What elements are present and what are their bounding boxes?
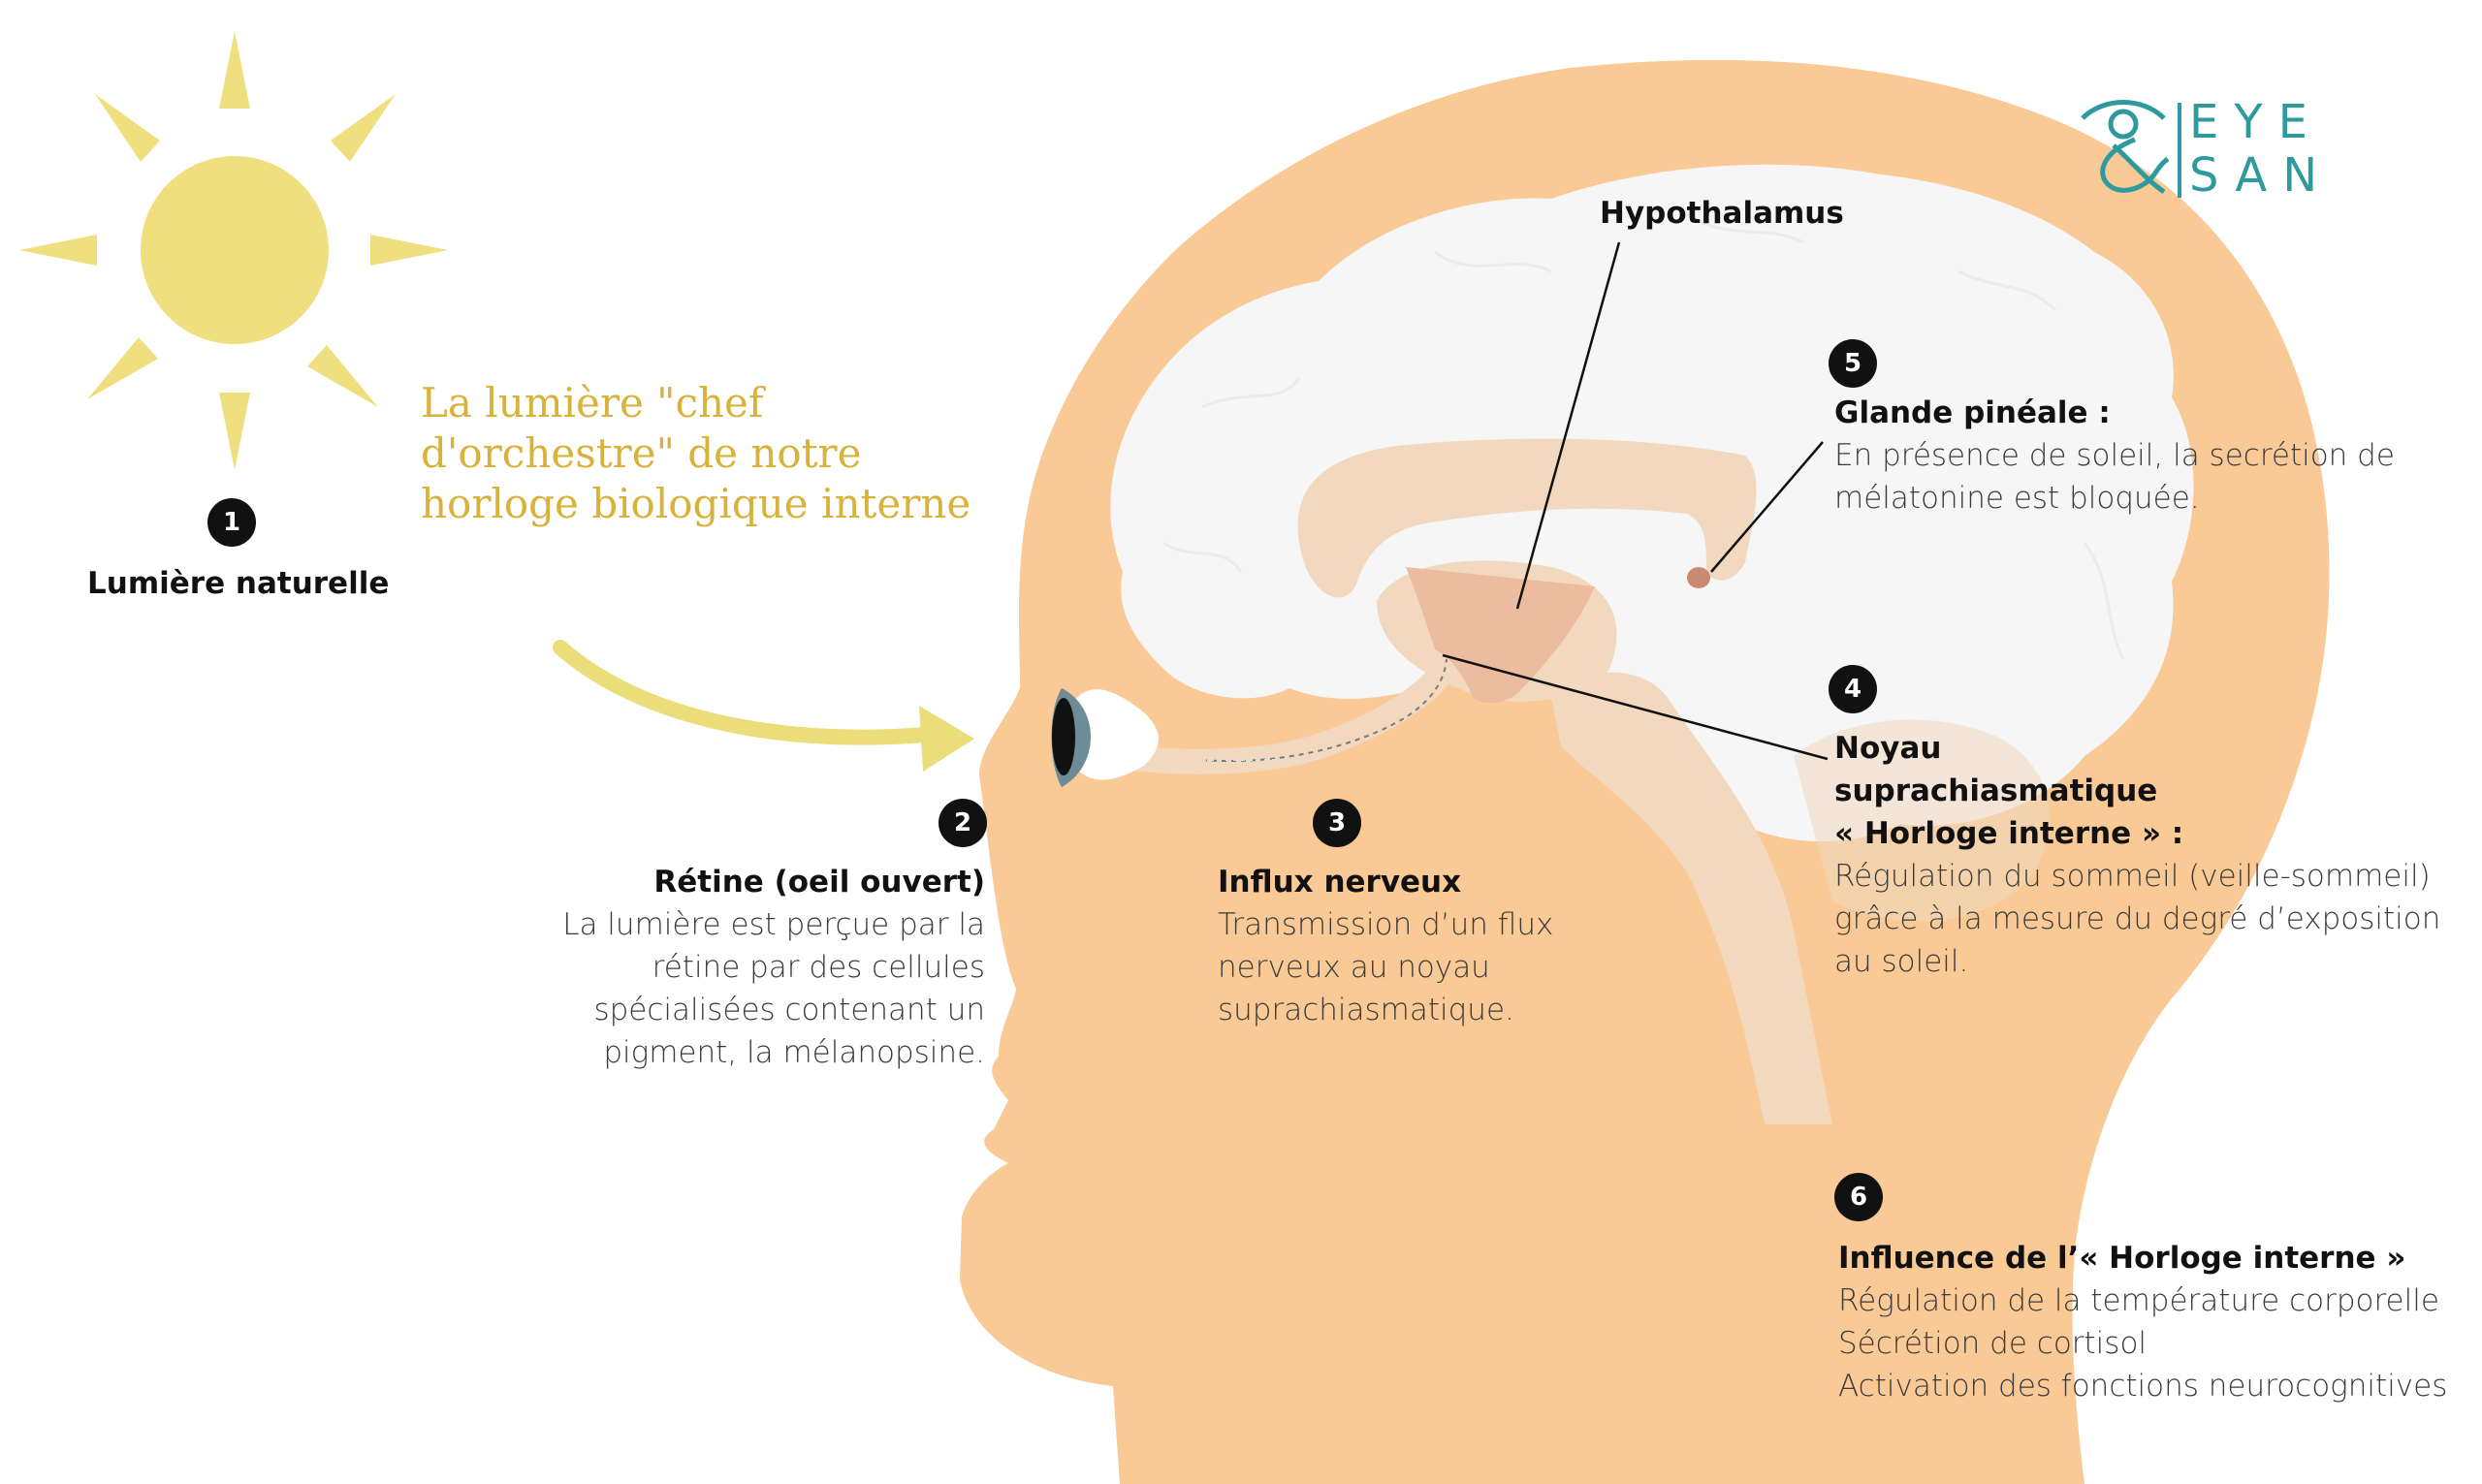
step-6-line-3: Activation des fonctions neurocognitives: [1838, 1369, 2448, 1404]
step-2-title: Rétine (oeil ouvert): [653, 865, 985, 900]
step-4-title-line-2: suprachiasmatique: [1834, 774, 2158, 808]
step-6-line-1: Régulation de la température corporelle: [1838, 1283, 2439, 1318]
optic-nerve: [1078, 661, 1455, 774]
step-2-line-3: spécialisées contenant un: [593, 993, 985, 1027]
step-2-line-1: La lumière est perçue par la: [562, 907, 985, 942]
sun-icon: [19, 31, 448, 470]
step-3-line-1: Transmission d’un flux: [1218, 907, 1554, 942]
step-4-line-2: grâce à la mesure du degré d’exposition: [1834, 901, 2441, 936]
hypothalamus-region: [1406, 567, 1595, 704]
step-6-badge: 6: [1834, 1173, 1883, 1221]
eye-icon: [1051, 688, 1159, 787]
cerebellum: [1794, 719, 2050, 922]
scn-leader: [1442, 653, 1829, 761]
step-3-title: Influx nerveux: [1218, 865, 1462, 900]
step-4-line-3: au soleil.: [1834, 944, 1969, 979]
step-3-block: Influx nerveux Transmission d’un flux ne…: [1218, 861, 1553, 1031]
step-2-badge: 2: [939, 799, 987, 847]
step-6-title: Influence de l’« Horloge interne »: [1838, 1241, 2406, 1276]
eyesan-logo: EYE SAN: [2075, 97, 2317, 204]
brain-folds: [1162, 211, 2125, 660]
step-1-badge: 1: [207, 498, 256, 547]
step-5-badge: 5: [1829, 339, 1877, 388]
step-2-block: Rétine (oeil ouvert) La lumière est perç…: [485, 861, 985, 1074]
step-5-line-2: mélatonine est bloquée.: [1834, 481, 2200, 516]
step-6-line-2: Sécrétion de cortisol: [1838, 1326, 2148, 1361]
step-2-line-4: pigment, la mélanopsine.: [603, 1035, 985, 1070]
logo-word-san: SAN: [2189, 148, 2334, 203]
step-5-title: Glande pinéale :: [1834, 395, 2111, 430]
step-3-line-2: nerveux au noyau: [1218, 950, 1490, 985]
pineal-gland: [1687, 567, 1710, 588]
hypothalamus-label: Hypothalamus: [1600, 196, 1844, 231]
brainstem: [1551, 672, 1832, 1124]
step-5-line-1: En présence de soleil, la secrétion de: [1834, 438, 2395, 473]
step-4-block: Noyau suprachiasmatique « Horloge intern…: [1834, 727, 2440, 983]
corpus-callosum: [1297, 438, 1757, 598]
step-2-line-2: rétine par des cellules: [652, 950, 985, 985]
hypothalamus-leader: [1515, 241, 1621, 610]
logo-word-eye: EYE: [2189, 95, 2323, 149]
step-5-block: Glande pinéale : En présence de soleil, …: [1834, 392, 2395, 520]
step-6-block: Influence de l’« Horloge interne » Régul…: [1838, 1237, 2447, 1407]
step-4-line-1: Régulation du sommeil (veille-sommeil): [1834, 859, 2431, 894]
step-4-title-line-3: « Horloge interne » :: [1834, 816, 2184, 851]
step-3-line-3: suprachiasmatique.: [1218, 993, 1514, 1027]
step-3-badge: 3: [1313, 799, 1361, 847]
light-arrow: [553, 640, 974, 772]
pineal-leader: [1710, 441, 1824, 573]
step-4-badge: 4: [1829, 665, 1877, 713]
step-1-title: Lumière naturelle: [87, 566, 390, 601]
eyesan-logo-icon: [2081, 100, 2181, 198]
step-4-title-line-1: Noyau: [1834, 731, 1942, 766]
tagline: La lumière "chef d'orchestre" de notre h…: [421, 379, 971, 527]
